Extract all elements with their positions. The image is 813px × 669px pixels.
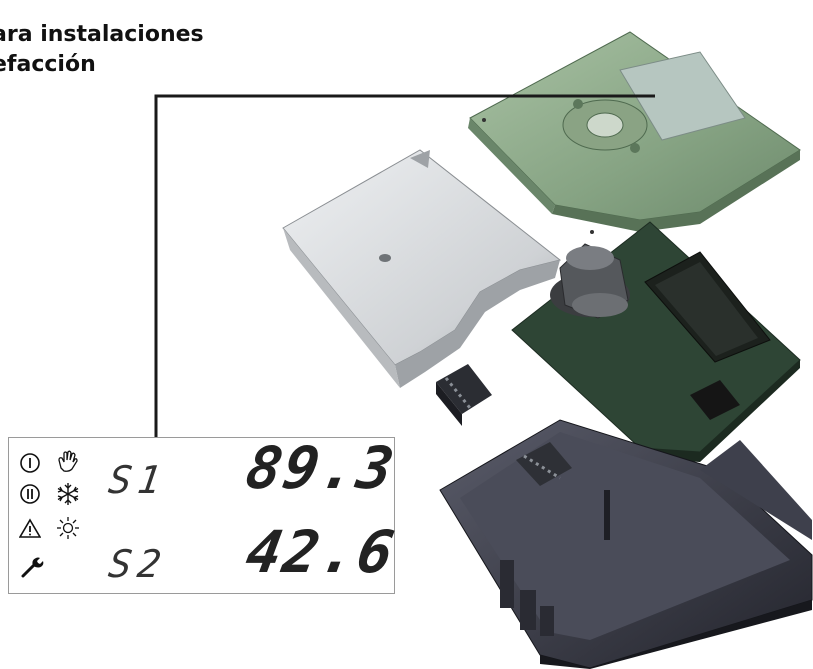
front-lid: [468, 31, 801, 234]
terminal-cover: [282, 149, 562, 388]
sun-icon: [57, 517, 79, 539]
leader-line: [154, 94, 655, 440]
title-line-2: efacción: [0, 52, 96, 77]
hand-manual-icon: [58, 450, 78, 472]
sensor2-value: 42.6: [241, 518, 401, 586]
lid-display-window: [619, 51, 746, 141]
wrench-icon: [21, 557, 44, 578]
base-housing: [439, 419, 813, 669]
page-title: ara instalaciones efacción: [0, 20, 204, 80]
power-one-icon: [20, 453, 40, 473]
sensor1-value: 89.3: [241, 434, 401, 502]
snowflake-icon: [57, 483, 79, 505]
title-line-1: ara instalaciones: [0, 22, 204, 47]
sensor1-label: S1: [105, 458, 170, 502]
power-two-icon: [20, 484, 40, 504]
display-detail-box: S1 89.3 S2 42.6: [8, 434, 401, 594]
terminal-block: [436, 364, 492, 426]
sensor2-label: S2: [105, 542, 170, 586]
base-terminal-block: [516, 442, 572, 486]
warning-triangle-icon: [19, 518, 41, 538]
rotary-knob: [550, 243, 630, 319]
